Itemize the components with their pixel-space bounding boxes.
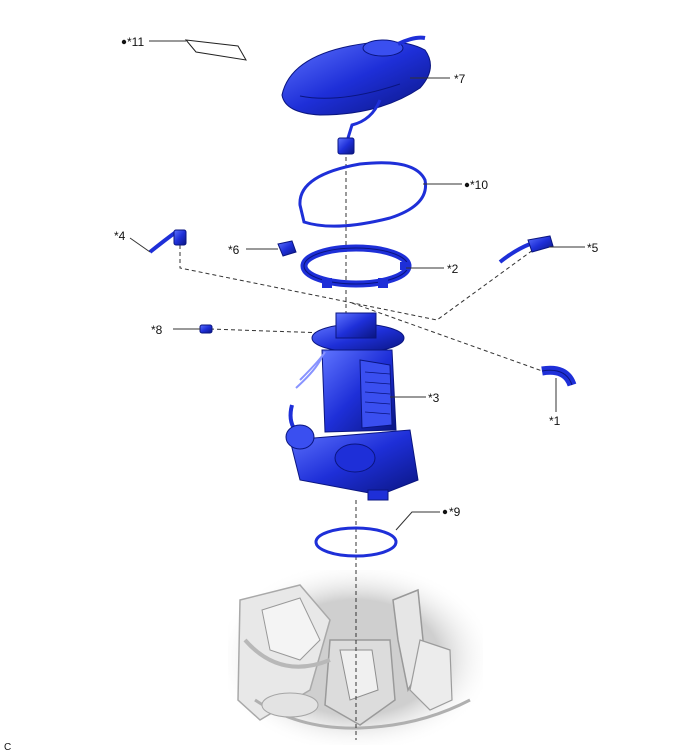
part-7-cover (281, 35, 431, 155)
part-9-o-ring (314, 526, 398, 558)
callout-2: *2 (447, 262, 459, 276)
bullet-dots (121, 39, 470, 515)
callout-1: *1 (549, 414, 561, 428)
part-10-gasket (298, 161, 428, 228)
callout-10: *10 (470, 178, 488, 192)
dashed-lines (179, 150, 546, 740)
part-6-clip (277, 240, 297, 257)
part-3-pump-assembly (285, 312, 419, 501)
callout-11: *11 (127, 35, 144, 49)
callout-6: *6 (228, 243, 240, 257)
callout-4: *4 (114, 229, 126, 243)
callout-9: *9 (449, 505, 461, 519)
callout-3: *3 (428, 391, 440, 405)
corner-code: C (4, 742, 11, 753)
part-5-hose (498, 235, 554, 264)
part-4-hose (148, 229, 187, 254)
callout-8: *8 (151, 323, 163, 337)
callout-5: *5 (587, 241, 599, 255)
callout-7: *7 (454, 72, 466, 86)
part-2-retainer-ring (300, 244, 412, 288)
part-8-connector (199, 324, 213, 334)
part-11-label-sheet (184, 39, 247, 61)
part-1-hose (541, 365, 577, 387)
leader-lines (129, 40, 585, 531)
